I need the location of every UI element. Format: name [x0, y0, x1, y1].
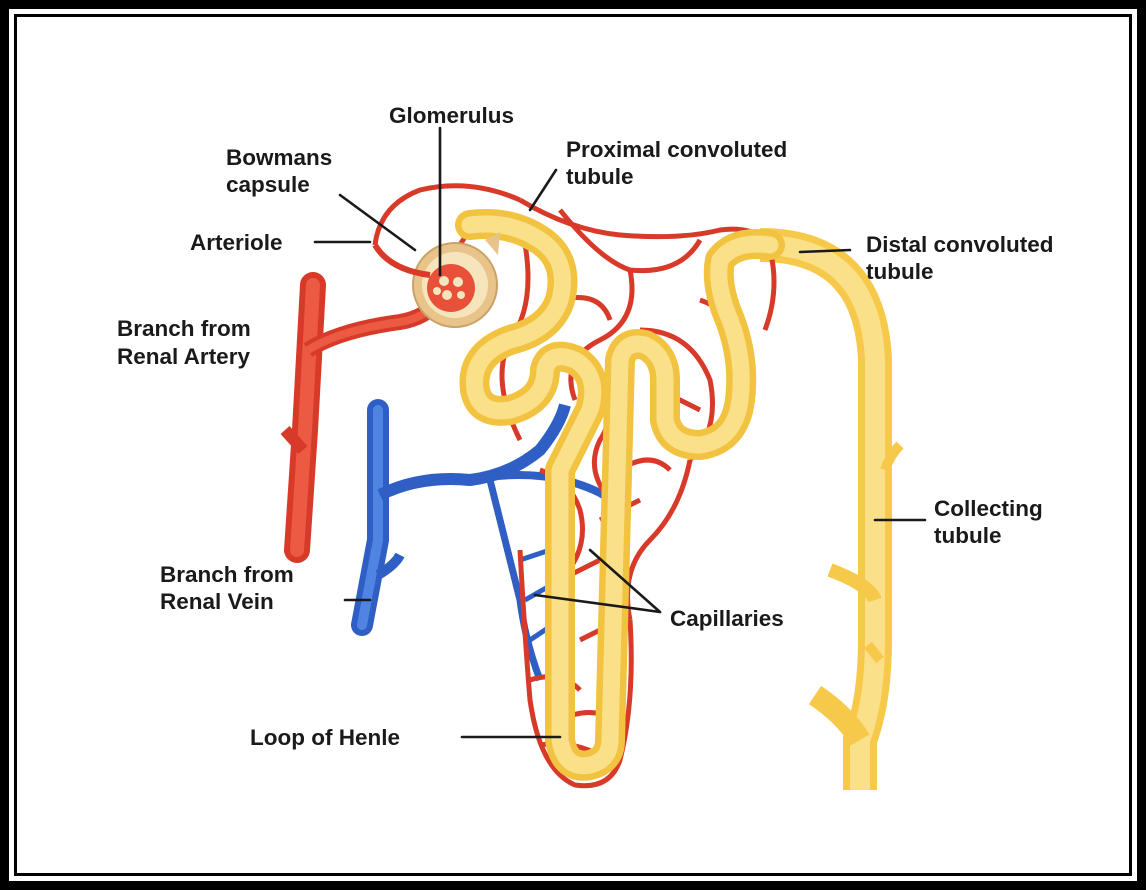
nephron-tubule [470, 224, 770, 766]
glomerulus [427, 264, 475, 312]
label-renal-vein-line2: Renal Vein [160, 589, 274, 614]
collecting-tubule [760, 245, 900, 790]
label-arteriole: Arteriole [190, 230, 283, 255]
label-loop-of-henle: Loop of Henle [250, 725, 400, 750]
label-proximal-line2: tubule [566, 164, 634, 189]
label-renal-artery-line1: Branch from [117, 316, 251, 341]
label-glomerulus: Glomerulus [389, 103, 514, 128]
label-renal-vein-line1: Branch from [160, 562, 294, 587]
label-collecting-line2: tubule [934, 523, 1002, 548]
label-bowmans-line1: Bowmans [226, 145, 332, 170]
renal-artery-branch [285, 285, 440, 550]
label-renal-artery-line2: Renal Artery [117, 344, 250, 369]
label-proximal-line1: Proximal convoluted [566, 137, 787, 162]
label-collecting-line1: Collecting [934, 496, 1043, 521]
label-capillaries: Capillaries [670, 606, 784, 631]
label-distal-line1: Distal convoluted [866, 232, 1054, 257]
label-bowmans-line2: capsule [226, 172, 310, 197]
label-distal-line2: tubule [866, 259, 934, 284]
